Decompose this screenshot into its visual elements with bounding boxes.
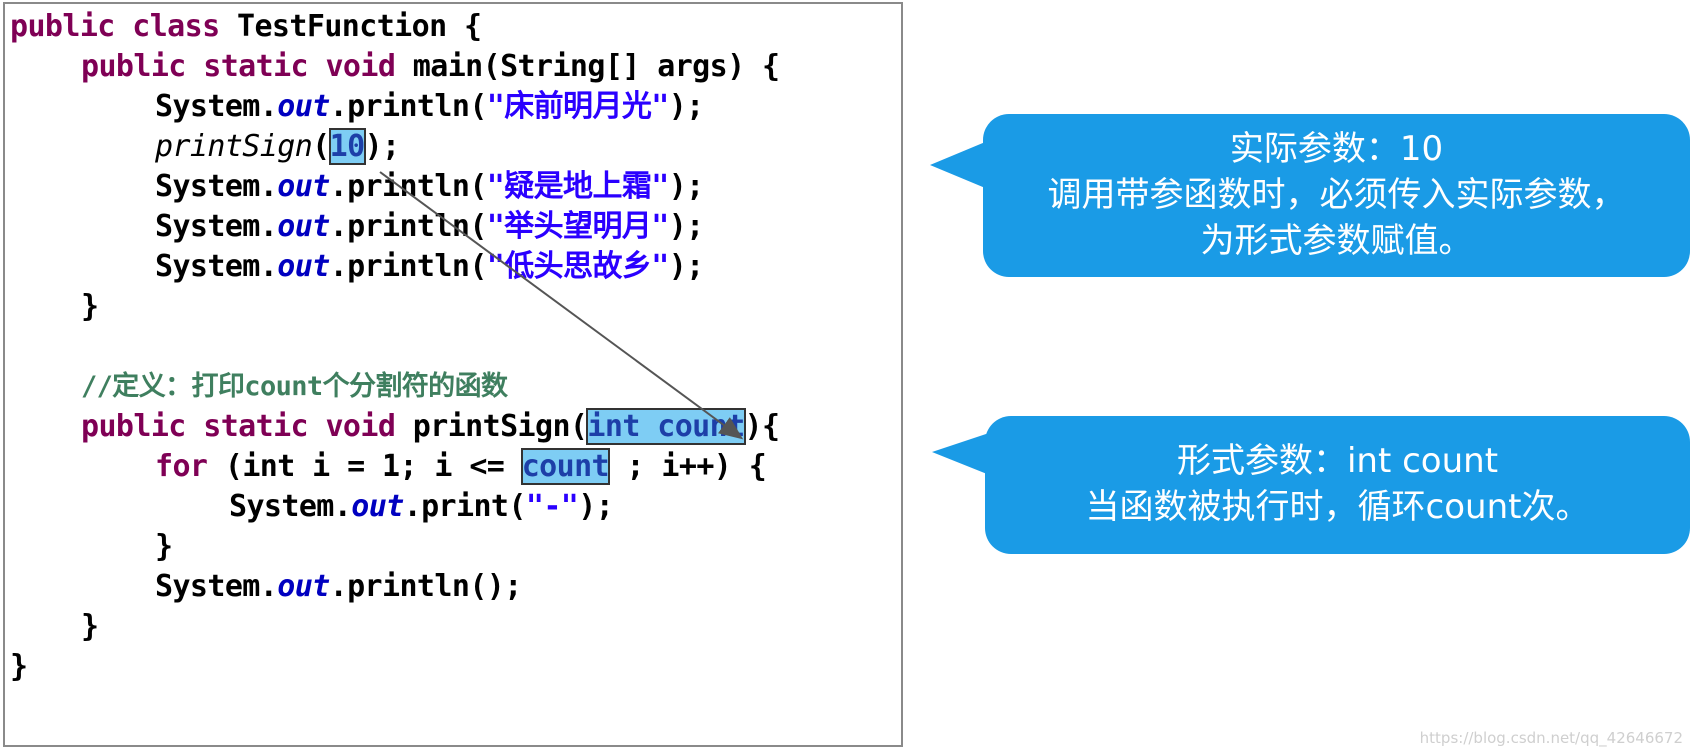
main-close-brace: } [81,289,99,324]
formal-callout-tail [932,432,992,476]
println-line-4: System.out.println("低头思故乡"); [155,249,704,284]
actual-callout-title: 实际参数：10 [1229,129,1444,169]
actual-callout-line2: 调用带参函数时，必须传入实际参数， [1047,175,1626,215]
watermark-text: https://blog.csdn.net/qq_42646672 [1419,729,1683,747]
for-close-brace: } [155,529,173,564]
actual-callout-tail [930,140,990,190]
println-line-1: System.out.println("床前明月光"); [155,89,704,124]
println-empty-line: System.out.println(); [155,569,522,604]
class-declaration: public class TestFunction { [10,9,482,44]
class-close-brace: } [10,649,28,684]
for-loop-line: for (int i = 1; i <= count ; i++) { [155,448,767,485]
formal-callout-title: 形式参数：int count [1176,441,1499,481]
print-dash-line: System.out.print("-"); [229,489,614,524]
function-declaration: public static void printSign(int count){ [81,408,780,445]
println-line-3: System.out.println("举头望明月"); [155,209,704,244]
println-line-2: System.out.println("疑是地上霜"); [155,169,704,204]
function-close-brace: } [81,609,99,644]
actual-parameter-callout: 实际参数：10 调用带参函数时，必须传入实际参数， 为形式参数赋值。 [983,114,1690,277]
formal-callout-line2: 当函数被执行时，循环count次。 [1085,487,1590,527]
argument-to-parameter-arrow [379,171,744,440]
code-comment: //定义：打印count个分割符的函数 [81,371,508,402]
actual-callout-line3: 为形式参数赋值。 [1200,221,1473,261]
code-panel: public class TestFunction { public stati… [3,2,903,747]
print-sign-call: printSign(10); [155,128,400,165]
actual-argument-highlight: 10 [328,128,366,165]
loop-count-highlight: count [520,448,611,485]
main-declaration: public static void main(String[] args) { [81,49,780,84]
formal-parameter-callout: 形式参数：int count 当函数被执行时，循环count次。 [985,416,1690,554]
